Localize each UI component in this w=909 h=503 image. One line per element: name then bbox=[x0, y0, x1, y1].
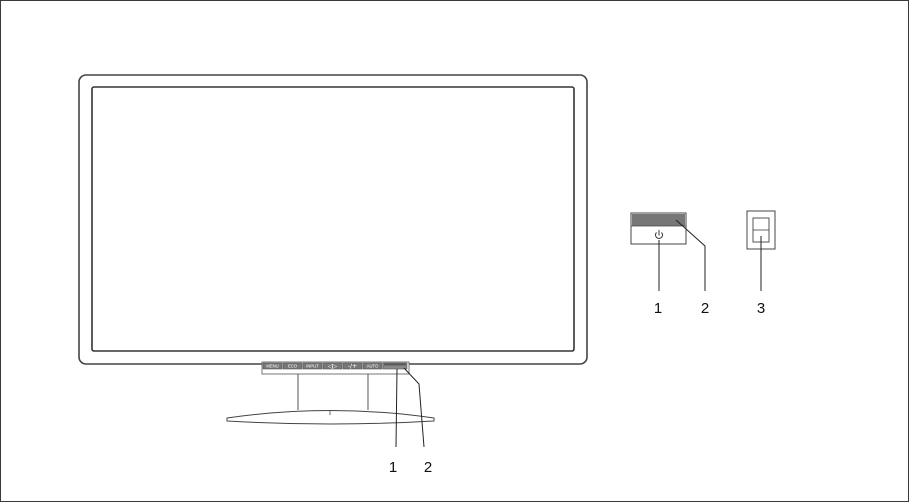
input-button[interactable]: INPUT bbox=[302, 362, 323, 370]
menu-button[interactable]: MENU bbox=[262, 362, 283, 370]
monitor-power-led bbox=[384, 363, 406, 366]
callout-monitor-power-led: 2 bbox=[424, 459, 432, 476]
monitor-power-button[interactable] bbox=[382, 362, 408, 370]
callout-detail-power-button: 1 bbox=[654, 300, 662, 317]
callout-detail-power-switch: 3 bbox=[757, 300, 765, 317]
stand-base bbox=[226, 410, 435, 425]
monitor-leader-lines bbox=[395, 367, 425, 448]
minus-plus-button[interactable]: -/+ bbox=[342, 362, 363, 370]
minus-plus-button-label: -/+ bbox=[348, 363, 357, 370]
menu-button-label: MENU bbox=[266, 364, 278, 369]
power-icon bbox=[655, 230, 663, 239]
callout-monitor-power-button: 1 bbox=[389, 459, 397, 476]
button-panel: MENU ECO INPUT ◁▷ -/+ AUTO bbox=[261, 361, 410, 375]
stand bbox=[226, 374, 435, 425]
power-button-detail bbox=[630, 212, 706, 291]
auto-button-label: AUTO bbox=[367, 364, 379, 369]
monitor-screen bbox=[91, 86, 575, 352]
power-switch-detail bbox=[746, 210, 776, 291]
select-button-label: ◁▷ bbox=[328, 363, 338, 370]
monitor bbox=[78, 74, 588, 365]
select-button[interactable]: ◁▷ bbox=[322, 362, 343, 370]
callout-detail-power-led: 2 bbox=[701, 300, 709, 317]
input-button-label: INPUT bbox=[306, 364, 319, 369]
eco-button[interactable]: ECO bbox=[282, 362, 303, 370]
eco-button-label: ECO bbox=[288, 364, 298, 369]
auto-button[interactable]: AUTO bbox=[362, 362, 383, 370]
detail-power-led bbox=[632, 214, 685, 226]
